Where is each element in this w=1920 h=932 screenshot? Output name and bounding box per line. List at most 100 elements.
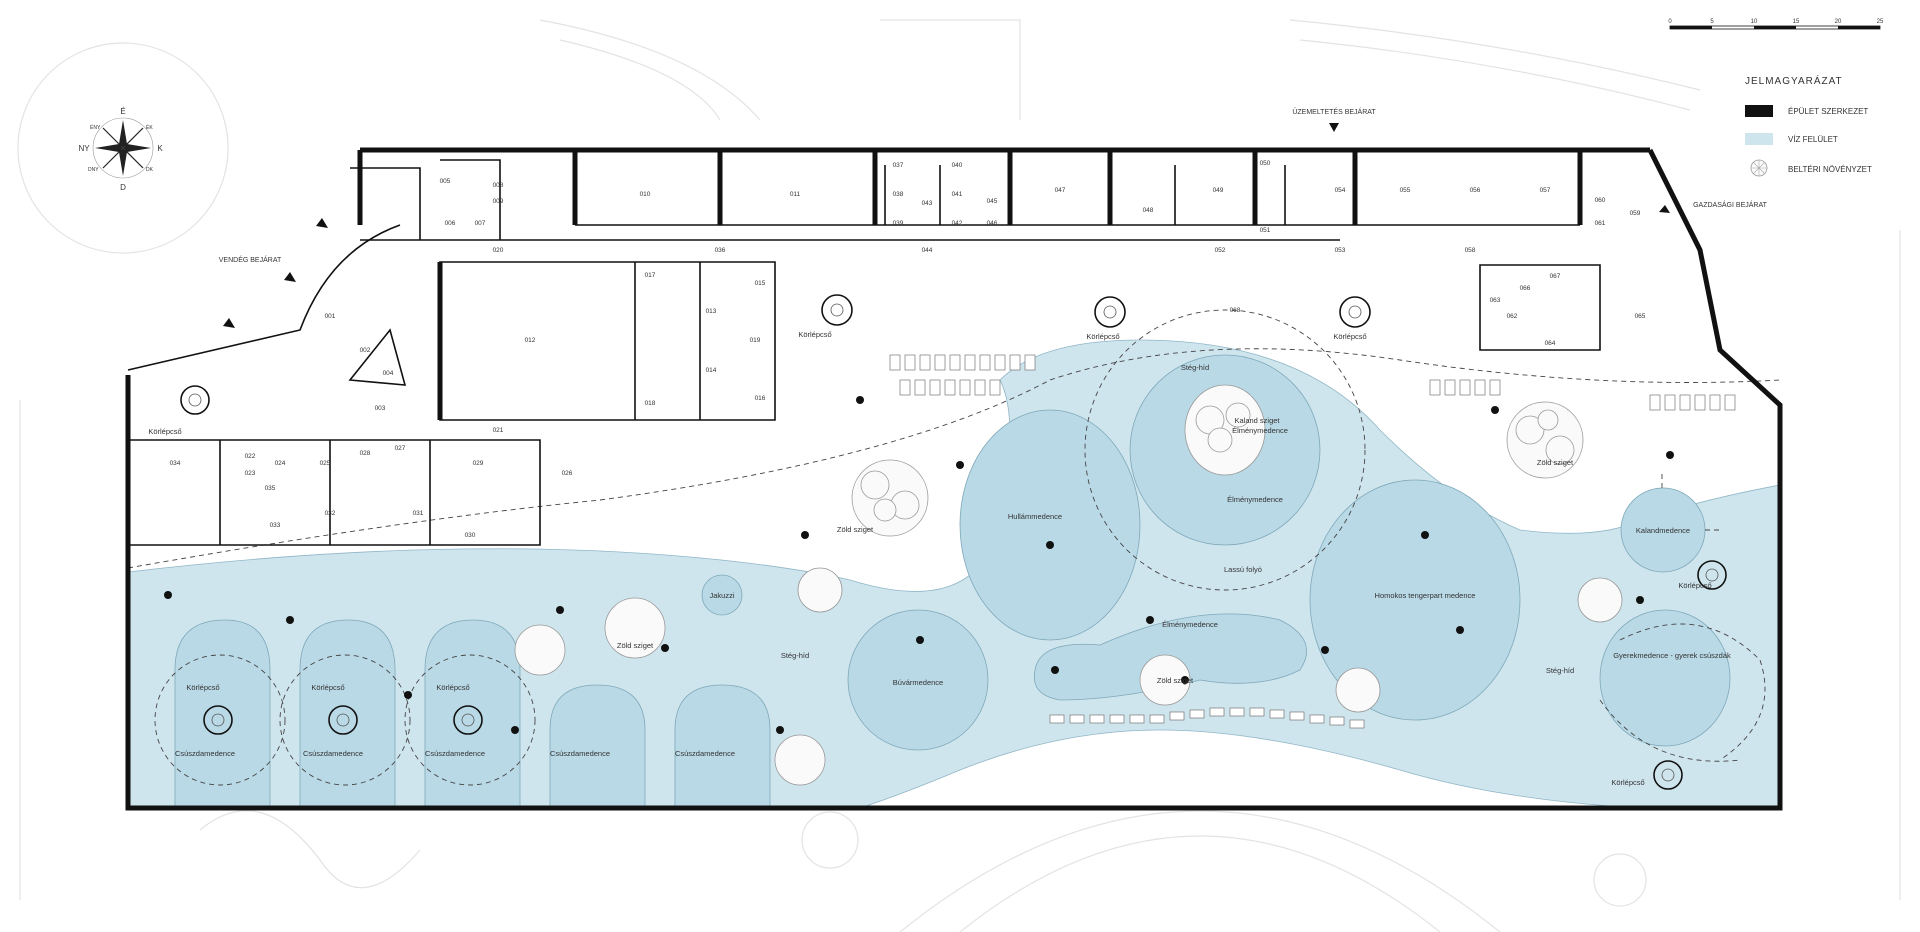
jacuzzi [701, 574, 743, 616]
room-labels: 001 002 003 004 005 006 007 008 009 010 … [170, 160, 1646, 539]
room-number: 046 [987, 220, 998, 227]
kids-pool [1599, 609, 1731, 747]
room-number: 033 [270, 522, 281, 529]
room-number: 025 [320, 460, 331, 467]
room-number: 053 [1335, 247, 1346, 254]
room-number: 055 [1400, 187, 1411, 194]
room-number: 065 [1635, 313, 1646, 320]
room-number: 048 [1143, 207, 1154, 214]
room-number: 039 [893, 220, 904, 227]
room-number: 023 [245, 470, 256, 477]
room-number: 038 [893, 191, 904, 198]
slide-pool-5 [674, 684, 771, 809]
posts [164, 396, 1674, 734]
jacuzzi-label: Jakuzzi [709, 591, 734, 600]
loungers [889, 354, 1736, 729]
room-number: 014 [706, 367, 717, 374]
spiral-stair-label: Körlépcső [436, 683, 469, 692]
slide-lines [127, 309, 1781, 786]
experience-pool-label: Élménymedence [1227, 495, 1283, 504]
building-structure [125, 147, 1783, 811]
room-number: 019 [750, 337, 761, 344]
slide-pool-3 [424, 619, 521, 809]
slide-pool-label: Csúszdamedence [550, 749, 610, 758]
room-number: 043 [922, 200, 933, 207]
room-number: 062 [1507, 313, 1518, 320]
room-number: 049 [1213, 187, 1224, 194]
room-number: 010 [640, 191, 651, 198]
room-number: 028 [360, 450, 371, 457]
compass-sw: DNY [88, 167, 99, 173]
compass-w: NY [78, 144, 90, 153]
spiral-stair-label: Körlépcső [148, 427, 181, 436]
site-context [17, 19, 1901, 932]
experience-pool-label: Élménymedence [1162, 620, 1218, 629]
guest-entrance-label: VENDÉG BEJÁRAT [219, 255, 282, 264]
room-number: 015 [755, 280, 766, 287]
spiral-stair-label: Körlépcső [1611, 778, 1644, 787]
room-number: 013 [706, 308, 717, 315]
room-number: 031 [413, 510, 424, 517]
scale-tick: 0 [1668, 19, 1672, 25]
room-number: 047 [1055, 187, 1066, 194]
room-number: 050 [1260, 160, 1271, 167]
green-islands [514, 384, 1623, 786]
legend-label: BELTÉRI NÖVÉNYZET [1788, 165, 1872, 174]
room-number: 068 [1230, 307, 1241, 314]
operation-entrance-label: ÜZEMELTETÉS BEJÁRAT [1292, 107, 1376, 116]
service-entrance-label: GAZDASÁGI BEJÁRAT [1693, 200, 1767, 209]
room-number: 054 [1335, 187, 1346, 194]
room-number: 011 [790, 191, 801, 198]
room-number: 051 [1260, 227, 1271, 234]
slide-pool-label: Csúszdamedence [425, 749, 485, 758]
room-number: 026 [562, 470, 573, 477]
spiral-stair-label: Körlépcső [186, 683, 219, 692]
room-number: 067 [1550, 273, 1561, 280]
scale-tick: 10 [1751, 19, 1758, 25]
room-number: 009 [493, 198, 504, 205]
adventure-island-label: Kaland sziget [1234, 416, 1280, 425]
spiral-stair-label: Körlépcső [1333, 332, 1366, 341]
room-number: 061 [1595, 220, 1606, 227]
room-number: 052 [1215, 247, 1226, 254]
room-number: 042 [952, 220, 963, 227]
compass-ne: ÉK [146, 124, 153, 131]
legend-label: ÉPÜLET SZERKEZET [1788, 107, 1868, 116]
spiral-stair-label: Körlépcső [1086, 332, 1119, 341]
green-island-label: Zöld sziget [617, 641, 654, 650]
green-island-label: Zöld sziget [837, 525, 874, 534]
room-number: 056 [1470, 187, 1481, 194]
scale-bar: 0 5 10 15 20 25 [1668, 19, 1884, 30]
scale-tick: 5 [1710, 19, 1714, 25]
compass-e: K [157, 144, 163, 153]
adventure-basin-label: Kalandmedence [1636, 526, 1690, 535]
room-number: 004 [383, 370, 394, 377]
room-number: 063 [1490, 297, 1501, 304]
room-number: 012 [525, 337, 536, 344]
sandy-beach-pool [1309, 479, 1521, 721]
legend: JELMAGYARÁZAT ÉPÜLET SZERKEZET VÍZ FELÜL… [1745, 74, 1872, 177]
legend-swatch-structure [1745, 105, 1773, 117]
room-number: 020 [493, 247, 504, 254]
compass-n: É [120, 107, 125, 116]
boardwalk-label: Stég-híd [1546, 666, 1574, 675]
spiral-stair-label: Körlépcső [1678, 581, 1711, 590]
scale-tick: 20 [1835, 19, 1842, 25]
legend-swatch-water [1745, 133, 1773, 145]
diving-pool-label: Búvármedence [893, 678, 943, 687]
room-number: 001 [325, 313, 336, 320]
wave-pool-label: Hullámmedence [1008, 512, 1062, 521]
green-island-label: Zöld sziget [1157, 676, 1194, 685]
room-number: 016 [755, 395, 766, 402]
room-number: 017 [645, 272, 656, 279]
sandy-beach-pool-label: Homokos tengerpart medence [1375, 591, 1476, 600]
room-number: 058 [1465, 247, 1476, 254]
room-number: 018 [645, 400, 656, 407]
scale-tick: 15 [1793, 19, 1800, 25]
room-number: 021 [493, 427, 504, 434]
room-number: 008 [493, 182, 504, 189]
room-number: 003 [375, 405, 386, 412]
boardwalk-label: Stég-híd [1181, 363, 1209, 372]
zone-labels: Körlépcső Körlépcső Körlépcső Körlépcső … [148, 330, 1731, 787]
